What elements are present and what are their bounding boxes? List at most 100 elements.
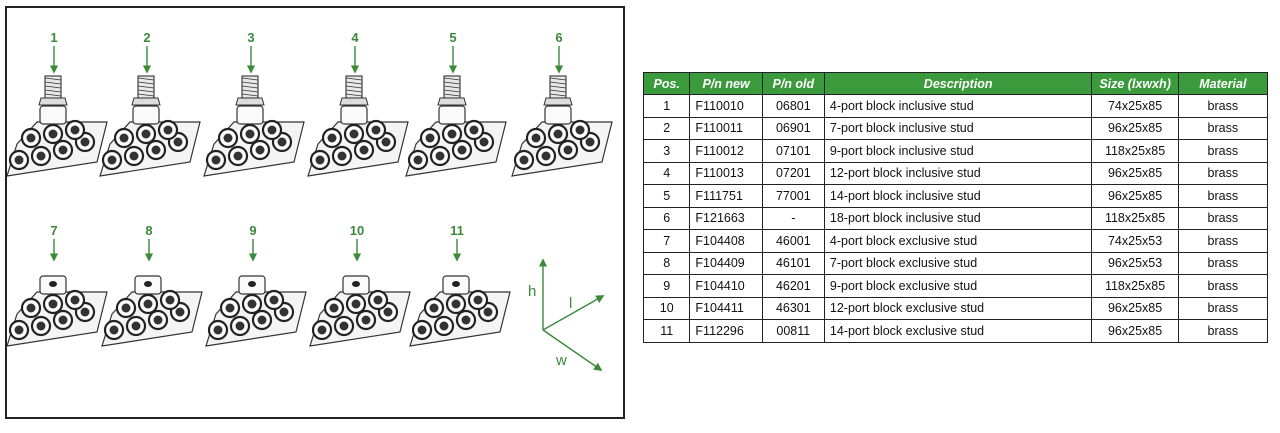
callout-number-5: 5 <box>449 30 456 45</box>
callout-number-10: 10 <box>350 223 364 238</box>
cell-material: brass <box>1177 206 1269 230</box>
specification-table: Pos. P/n new P/n old Description Size (l… <box>642 72 1269 343</box>
axis-label-l: l <box>569 295 572 312</box>
terminal-block-8 <box>101 275 203 347</box>
terminal-block-4 <box>307 75 409 177</box>
cell-size: 74x25x53 <box>1091 229 1179 253</box>
terminal-block-5 <box>405 75 507 177</box>
cell-pn-old: 06801 <box>761 94 825 118</box>
header-pos: Pos. <box>642 72 691 95</box>
cell-pn-old: 46301 <box>761 296 825 320</box>
cell-description: 12-port block exclusive stud <box>823 296 1093 320</box>
cell-pos: 3 <box>642 139 691 163</box>
cell-description: 4-port block exclusive stud <box>823 229 1093 253</box>
cell-pn-old: 46101 <box>761 251 825 275</box>
cell-description: 7-port block exclusive stud <box>823 251 1093 275</box>
cell-pos: 6 <box>642 206 691 230</box>
cell-material: brass <box>1177 296 1269 320</box>
cell-material: brass <box>1177 116 1269 140</box>
cell-pn-old: 07201 <box>761 161 825 185</box>
cell-material: brass <box>1177 319 1269 343</box>
cell-description: 12-port block inclusive stud <box>823 161 1093 185</box>
cell-pn-new: F104410 <box>689 274 763 298</box>
cell-material: brass <box>1177 161 1269 185</box>
terminal-block-3 <box>203 75 305 177</box>
cell-size: 118x25x85 <box>1091 139 1179 163</box>
cell-pos: 9 <box>642 274 691 298</box>
cell-material: brass <box>1177 274 1269 298</box>
cell-pn-old: 00811 <box>761 319 825 343</box>
cell-size: 96x25x85 <box>1091 319 1179 343</box>
cell-material: brass <box>1177 139 1269 163</box>
cell-pos: 10 <box>642 296 691 320</box>
cell-pos: 1 <box>642 94 691 118</box>
callout-number-2: 2 <box>143 30 150 45</box>
cell-pn-new: F111751 <box>689 184 763 208</box>
cell-material: brass <box>1177 229 1269 253</box>
cell-description: 14-port block inclusive stud <box>823 184 1093 208</box>
dimension-axes: h l w <box>528 258 605 371</box>
terminal-block-9 <box>205 275 307 347</box>
cell-description: 9-port block exclusive stud <box>823 274 1093 298</box>
cell-description: 18-port block inclusive stud <box>823 206 1093 230</box>
cell-pn-new: F104408 <box>689 229 763 253</box>
cell-size: 96x25x85 <box>1091 296 1179 320</box>
header-size: Size (lxwxh) <box>1091 72 1179 95</box>
terminal-block-7 <box>7 275 108 347</box>
cell-pn-new: F110010 <box>689 94 763 118</box>
cell-pn-new: F104409 <box>689 251 763 275</box>
header-pn-new: P/n new <box>689 72 763 95</box>
cell-pn-old: 06901 <box>761 116 825 140</box>
callout-number-9: 9 <box>249 223 256 238</box>
cell-description: 14-port block exclusive stud <box>823 319 1093 343</box>
cell-pos: 2 <box>642 116 691 140</box>
cell-description: 9-port block inclusive stud <box>823 139 1093 163</box>
header-material: Material <box>1177 72 1269 95</box>
header-description: Description <box>823 72 1093 95</box>
callout-number-3: 3 <box>247 30 254 45</box>
terminal-block-6 <box>511 75 613 177</box>
axis-label-w: w <box>555 352 567 369</box>
cell-size: 96x25x85 <box>1091 161 1179 185</box>
cell-size: 96x25x53 <box>1091 251 1179 275</box>
cell-pos: 11 <box>642 319 691 343</box>
cell-pos: 5 <box>642 184 691 208</box>
cell-pos: 8 <box>642 251 691 275</box>
cell-pn-new: F110012 <box>689 139 763 163</box>
callout-number-6: 6 <box>555 30 562 45</box>
cell-size: 74x25x85 <box>1091 94 1179 118</box>
cell-size: 96x25x85 <box>1091 184 1179 208</box>
cell-size: 96x25x85 <box>1091 116 1179 140</box>
cell-pn-old: 46001 <box>761 229 825 253</box>
cell-material: brass <box>1177 94 1269 118</box>
terminal-block-11 <box>409 275 511 347</box>
terminal-block-1 <box>7 75 108 177</box>
callout-number-4: 4 <box>351 30 359 45</box>
terminal-block-2 <box>99 75 201 177</box>
cell-description: 4-port block inclusive stud <box>823 94 1093 118</box>
cell-pn-new: F104411 <box>689 296 763 320</box>
cell-material: brass <box>1177 251 1269 275</box>
callout-number-1: 1 <box>50 30 57 45</box>
callout-number-8: 8 <box>145 223 152 238</box>
cell-pn-old: 07101 <box>761 139 825 163</box>
table-header-row: Pos. P/n new P/n old Description Size (l… <box>642 72 1269 95</box>
cell-description: 7-port block inclusive stud <box>823 116 1093 140</box>
cell-pn-new: F121663 <box>689 206 763 230</box>
callout-number-7: 7 <box>50 223 57 238</box>
cell-pos: 4 <box>642 161 691 185</box>
axis-label-h: h <box>528 283 536 300</box>
cell-size: 118x25x85 <box>1091 206 1179 230</box>
cell-pn-old: 77001 <box>761 184 825 208</box>
